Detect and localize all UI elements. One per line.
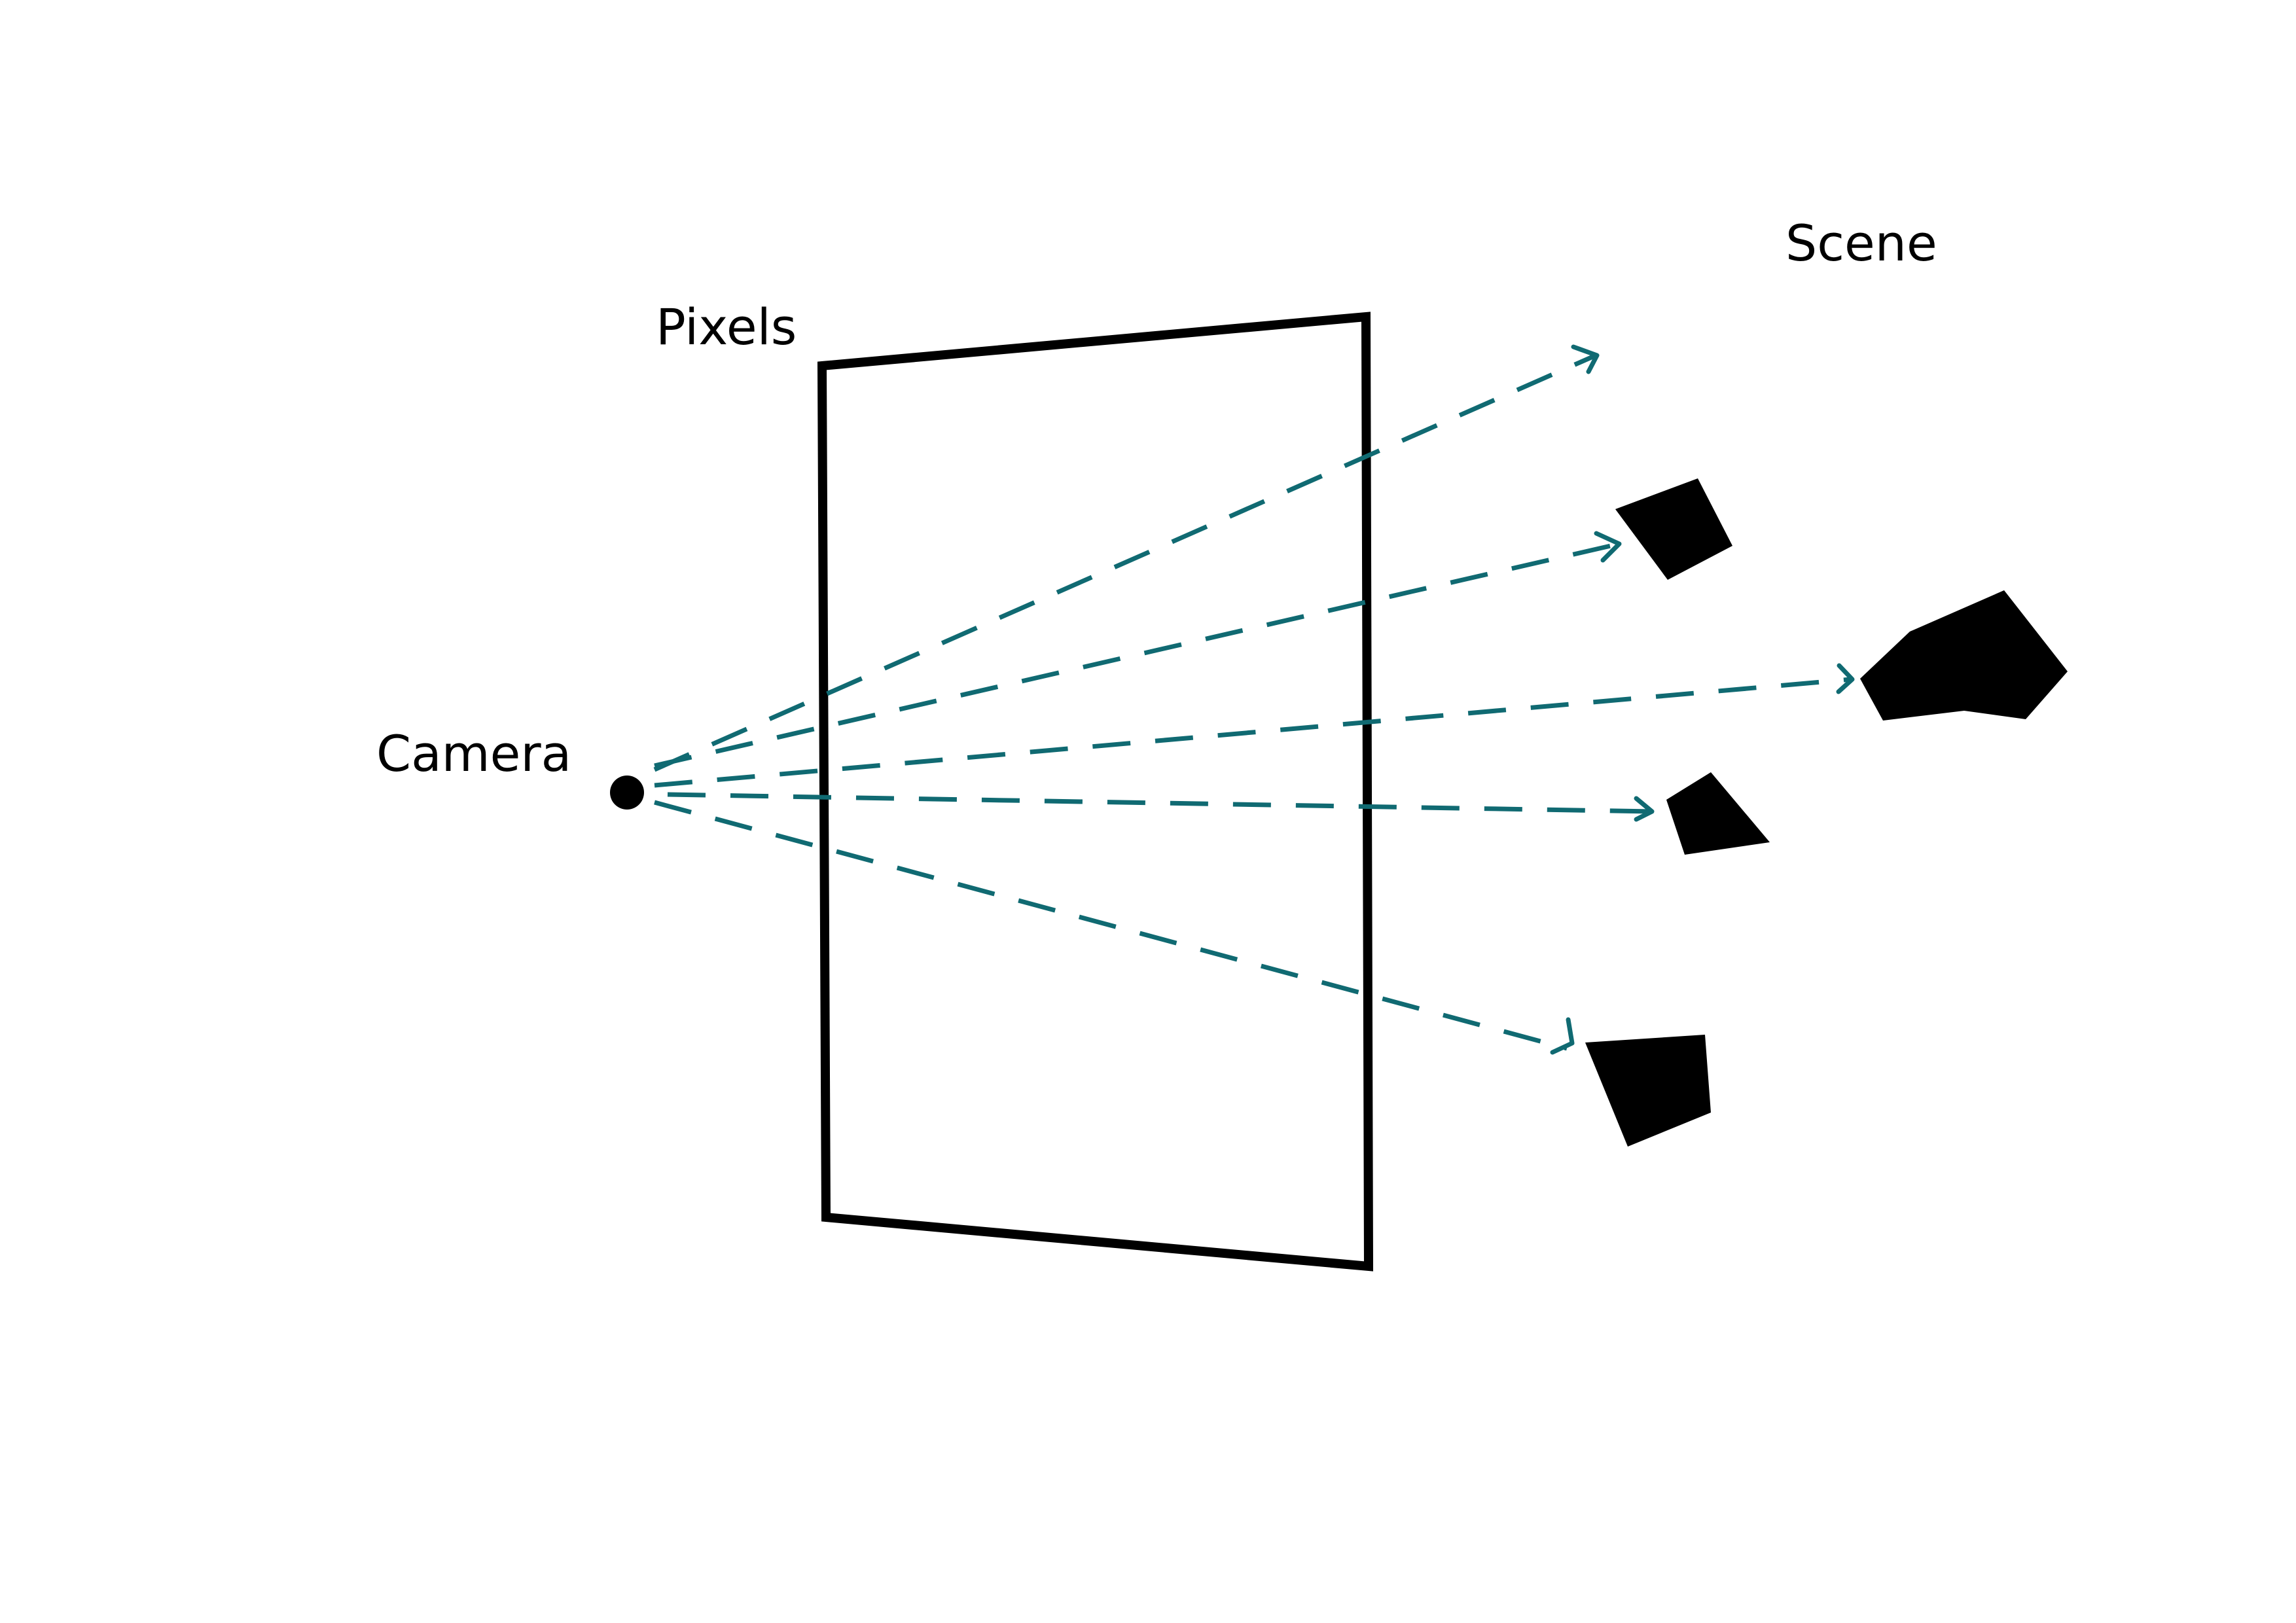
scene-object-1 (1615, 478, 1732, 580)
rays (653, 344, 1855, 1055)
arrowhead-1 (1571, 344, 1600, 374)
arrowhead-2 (1594, 531, 1622, 563)
pixels-label: Pixels (656, 298, 797, 356)
scene-object-4 (1585, 1035, 1711, 1147)
pixel-plane (817, 312, 1374, 1272)
scene-object-3 (1666, 772, 1770, 855)
ray-1 (653, 353, 1596, 772)
ray-2 (654, 541, 1620, 768)
camera-point (610, 776, 644, 810)
camera-label: Camera (376, 724, 571, 783)
ray-3 (654, 677, 1852, 788)
scene-label: Scene (1785, 214, 1937, 272)
arrowhead-3 (1836, 663, 1855, 694)
scene-object-2 (1860, 590, 2068, 721)
arrowhead-5 (1550, 1017, 1575, 1055)
arrowhead-4 (1634, 796, 1655, 822)
ray-5 (654, 800, 1568, 1051)
ray-4 (667, 792, 1651, 814)
scene-objects (1585, 478, 2068, 1147)
